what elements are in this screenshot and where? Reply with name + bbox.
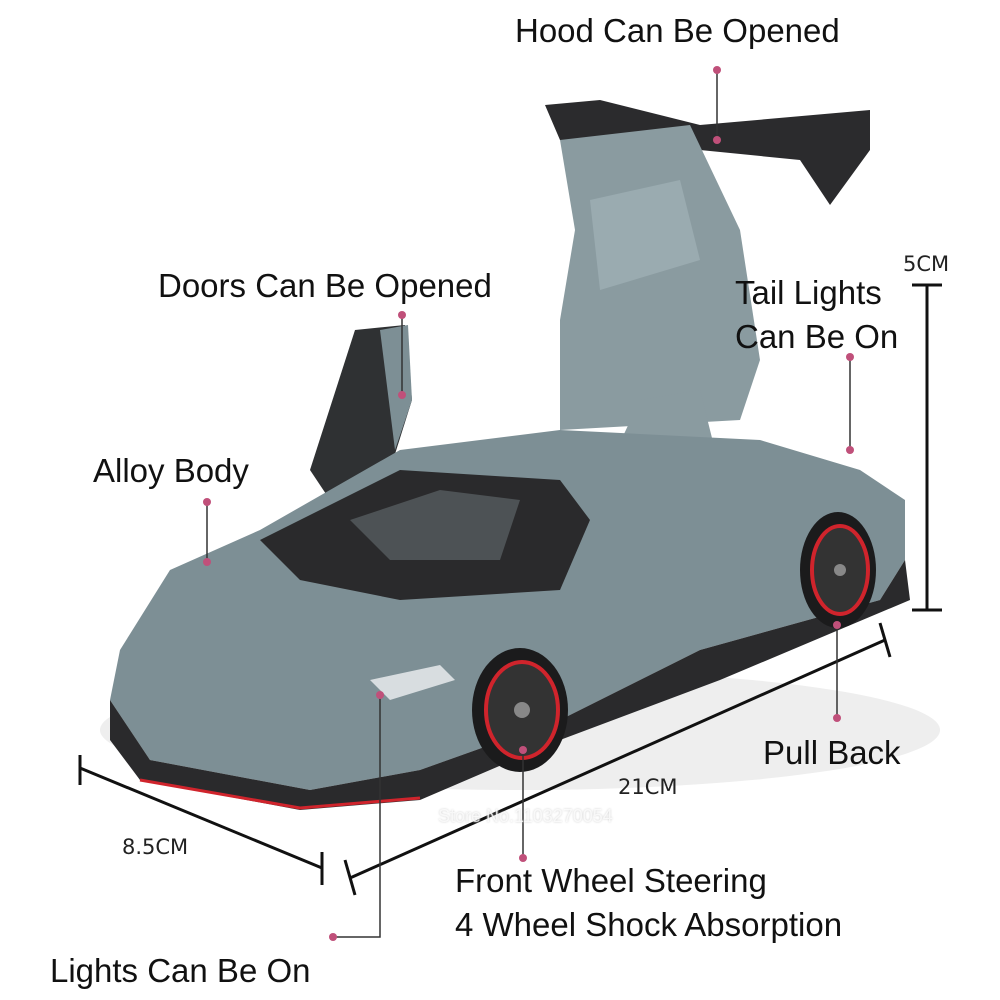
rear-wing xyxy=(545,100,870,205)
headlight xyxy=(370,665,455,700)
label-hood: Hood Can Be Opened xyxy=(515,12,840,49)
dimension-height: 5CM xyxy=(903,252,950,276)
callout-lines xyxy=(206,70,851,938)
dimension-length: 21CM xyxy=(618,775,678,799)
front-wheel xyxy=(472,648,568,772)
dimension-width: 8.5CM xyxy=(122,835,189,859)
dimension-lines xyxy=(78,283,942,896)
label-tail-lights-2: Can Be On xyxy=(735,318,899,355)
label-shock: 4 Wheel Shock Absorption xyxy=(455,906,843,943)
label-tail-lights: Tail Lights xyxy=(735,274,882,311)
label-pull-back: Pull Back xyxy=(763,734,901,771)
label-lights: Lights Can Be On xyxy=(50,952,311,989)
label-doors: Doors Can Be Opened xyxy=(158,267,492,304)
watermark: Store No.1103270054 xyxy=(438,806,613,826)
callout-markers xyxy=(203,66,854,941)
label-steering: Front Wheel Steering xyxy=(455,862,767,899)
label-alloy-body: Alloy Body xyxy=(93,452,249,489)
rear-wheel xyxy=(800,512,876,628)
raised-hood xyxy=(560,125,760,430)
